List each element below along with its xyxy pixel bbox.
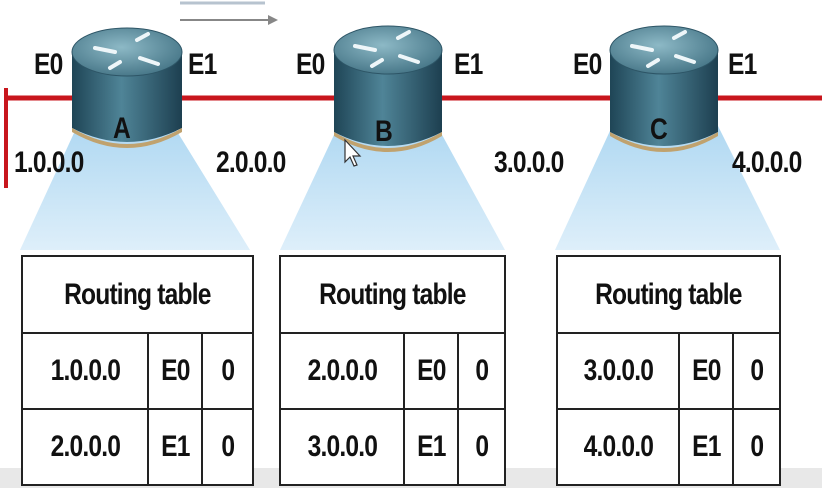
- table-cell: 2.0.0.0: [50, 430, 120, 463]
- table-cell: 0: [221, 430, 235, 463]
- network-label-4: 4.0.0.0: [732, 146, 802, 179]
- table-cell: 3.0.0.0: [583, 354, 653, 387]
- beam-a: [20, 120, 250, 250]
- router-c-e0-label: E0: [573, 48, 602, 81]
- router-icon: [609, 25, 719, 152]
- router-c-name: C: [650, 113, 668, 146]
- network-label-3: 3.0.0.0: [494, 146, 564, 179]
- network-label-2: 2.0.0.0: [216, 146, 286, 179]
- table-cell: E1: [691, 430, 721, 463]
- table-cell: 4.0.0.0: [583, 430, 653, 463]
- table-cell: 0: [750, 354, 764, 387]
- routing-table-title: Routing table: [64, 277, 211, 311]
- table-cell: E0: [160, 354, 190, 387]
- table-cell: 0: [475, 430, 489, 463]
- table-cell: E0: [691, 354, 721, 387]
- router-a-e0-label: E0: [34, 48, 63, 81]
- table-cell: E1: [160, 430, 190, 463]
- table-cell: 0: [750, 430, 764, 463]
- table-cell: E1: [416, 430, 446, 463]
- routing-table-title: Routing table: [595, 277, 742, 311]
- table-cell: 2.0.0.0: [307, 354, 377, 387]
- table-row: 3.0.0.0 E0 0: [556, 332, 781, 410]
- router-b-name: B: [375, 115, 393, 148]
- cursor-icon: [344, 138, 362, 167]
- routing-table-a: Routing table 1.0.0.0 E0 0 2.0.0.0 E1 0: [21, 255, 254, 486]
- network-label-1: 1.0.0.0: [14, 146, 84, 179]
- router-icon: [333, 25, 443, 152]
- router-c-e1-label: E1: [728, 48, 757, 81]
- router-icon: [71, 27, 183, 148]
- router-b-e1-label: E1: [454, 48, 483, 81]
- table-cell: 0: [475, 354, 489, 387]
- arrow-icon: [180, 1, 278, 25]
- table-cell: 3.0.0.0: [307, 430, 377, 463]
- table-cell: 0: [221, 354, 235, 387]
- router-b-e0-label: E0: [296, 48, 325, 81]
- table-cell: E0: [416, 354, 446, 387]
- table-row: 2.0.0.0 E0 0: [279, 332, 506, 410]
- routing-table-c: Routing table 3.0.0.0 E0 0 4.0.0.0 E1 0: [556, 255, 781, 486]
- routing-table-b: Routing table 2.0.0.0 E0 0 3.0.0.0 E1 0: [279, 255, 506, 486]
- table-row: 1.0.0.0 E0 0: [21, 332, 254, 410]
- table-row: 4.0.0.0 E1 0: [556, 408, 781, 486]
- router-a-name: A: [113, 112, 131, 145]
- table-cell: 1.0.0.0: [50, 354, 120, 387]
- routing-table-title: Routing table: [319, 277, 466, 311]
- table-row: 3.0.0.0 E1 0: [279, 408, 506, 486]
- router-a-e1-label: E1: [188, 48, 217, 81]
- table-row: 2.0.0.0 E1 0: [21, 408, 254, 486]
- beam-b: [280, 122, 505, 250]
- beam-c: [555, 120, 780, 250]
